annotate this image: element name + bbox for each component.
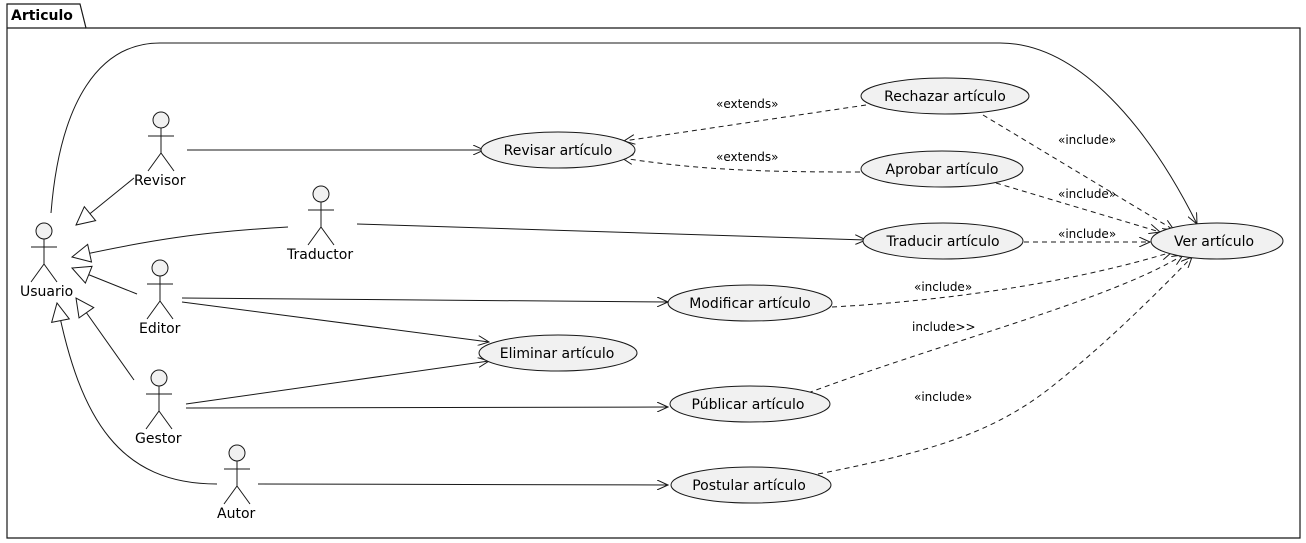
generalizations [57,177,289,485]
assoc-autor-postular [257,484,668,485]
dep-aprobar-ver [995,182,1160,232]
dep-aprobar-revisar [622,158,861,173]
usecase-postular[interactable]: Postular artículo [670,466,832,504]
dep-rechazar-revisar [624,104,867,141]
actor-body-icon [307,202,335,246]
dep-modificar-ver [831,252,1172,308]
label-publicar-ver: include>> [912,320,976,334]
actor-gestor[interactable]: Gestor [135,369,182,447]
actor-body-icon [145,386,173,430]
assoc-gestor-eliminar [185,361,489,405]
actor-body-icon [147,128,175,172]
actor-revisor[interactable]: Revisor [134,111,186,189]
actor-label-usuario: Usuario [20,284,73,300]
label-aprobar-ver: «include» [1058,187,1116,201]
usecase-label-postular: Postular artículo [692,478,806,494]
actor-head-icon [152,111,170,129]
actor-head-icon [150,369,168,387]
actor-traductor[interactable]: Traductor [286,185,353,263]
dep-postular-ver [817,257,1192,475]
actor-label-editor: Editor [139,321,181,337]
actor-body-icon [30,239,58,283]
actor-editor[interactable]: Editor [139,259,181,337]
package-articulo: Articulo [6,3,1301,539]
gen-autor-usuario [57,303,218,485]
actor-label-traductor: Traductor [286,247,353,263]
label-aprobar-revisar: «extends» [716,150,779,164]
actor-autor[interactable]: Autor [217,444,256,522]
usecase-revisar[interactable]: Revisar artículo [480,131,636,169]
usecase-label-aprobar: Aprobar artículo [886,162,999,178]
label-rechazar-revisar: «extends» [716,97,779,111]
usecase-label-modificar: Modificar artículo [689,296,810,312]
gen-editor-usuario [72,268,138,295]
gen-gestor-usuario [76,298,135,381]
gen-traductor-usuario [72,226,289,257]
usecase-label-eliminar: Eliminar artículo [500,346,615,362]
assoc-editor-modificar [181,298,668,302]
label-postular-ver: «include» [914,390,972,404]
actor-head-icon [228,444,246,462]
usecase-eliminar[interactable]: Eliminar artículo [478,334,638,372]
actor-label-gestor: Gestor [135,431,182,447]
usecase-modificar[interactable]: Modificar artículo [667,284,833,322]
label-modificar-ver: «include» [914,280,972,294]
actor-label-autor: Autor [217,506,256,522]
actor-body-icon [223,461,251,505]
actor-head-icon [312,185,330,203]
actor-head-icon [151,259,169,277]
assoc-traductor-traducir [356,223,866,240]
usecase-label-ver: Ver artículo [1174,234,1254,250]
usecase-publicar[interactable]: Públicar artículo [669,385,831,423]
dep-publicar-ver [807,255,1183,394]
package-title: Articulo [11,8,73,24]
usecase-label-traducir: Traducir artículo [885,234,999,250]
gen-revisor-usuario [76,177,135,225]
usecase-label-revisar: Revisar artículo [504,143,613,159]
assoc-editor-eliminar [181,301,489,342]
actor-usuario[interactable]: Usuario [20,222,73,300]
dependencies [622,104,1192,475]
usecase-label-rechazar: Rechazar artículo [884,89,1006,105]
actor-label-revisor: Revisor [134,173,186,189]
actor-body-icon [146,276,174,320]
dep-rechazar-ver [982,114,1174,230]
usecase-label-publicar: Públicar artículo [692,397,805,413]
actor-head-icon [35,222,53,240]
label-rechazar-ver: «include» [1058,133,1116,147]
associations [50,42,1197,485]
edge-labels: «extends» «extends» «include» «include» … [716,97,1116,404]
assoc-usuario-ver [50,42,1197,224]
assoc-gestor-publicar [185,407,668,408]
usecase-ver[interactable]: Ver artículo [1150,222,1284,260]
usecase-rechazar[interactable]: Rechazar artículo [860,77,1030,115]
label-traducir-ver: «include» [1058,227,1116,241]
usecase-aprobar[interactable]: Aprobar artículo [860,150,1024,188]
usecase-traducir[interactable]: Traducir artículo [862,222,1024,260]
